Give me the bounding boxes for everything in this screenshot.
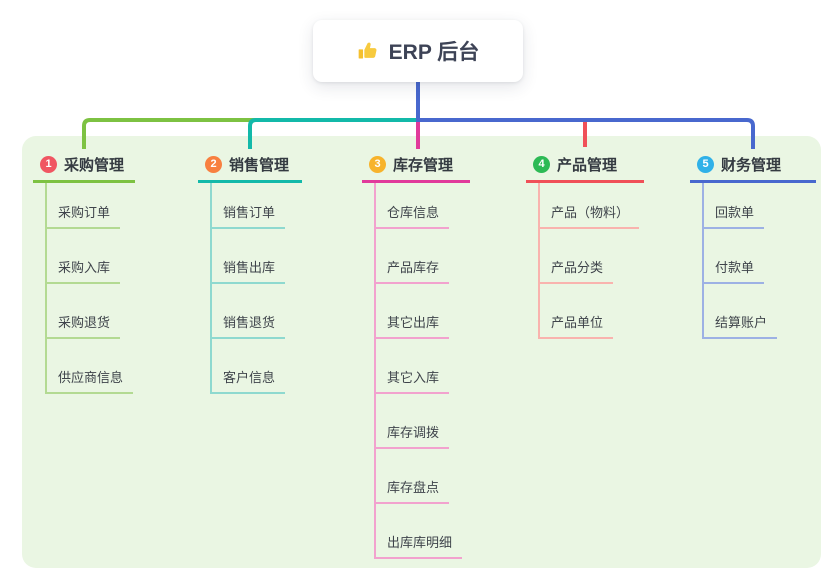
branch-label: 财务管理: [721, 156, 782, 174]
child-node-label: 出库库明细: [387, 535, 453, 550]
child-node[interactable]: 其它出库: [374, 311, 450, 339]
branch-label: 销售管理: [229, 156, 290, 174]
child-node[interactable]: 库存盘点: [374, 476, 450, 504]
child-node-label: 采购订单: [58, 205, 111, 220]
child-connector-line: [374, 180, 376, 559]
branch-node-5[interactable]: 5 财务管理: [690, 148, 816, 183]
child-node-label: 产品（物料）: [551, 205, 630, 220]
child-node[interactable]: 采购入库: [45, 256, 121, 284]
child-node-label: 供应商信息: [58, 370, 124, 385]
child-node-label: 回款单: [715, 205, 755, 220]
branch-label: 采购管理: [64, 156, 125, 174]
branch-label: 产品管理: [557, 156, 618, 174]
branch-node-1[interactable]: 1 采购管理: [33, 148, 135, 183]
child-node[interactable]: 库存调拨: [374, 421, 450, 449]
child-node[interactable]: 产品分类: [538, 256, 614, 284]
branch-group-background: [22, 136, 821, 568]
branch-node-3[interactable]: 3 库存管理: [362, 148, 470, 183]
child-node-label: 产品分类: [551, 260, 604, 275]
connector-branch-5: [418, 118, 755, 149]
thumbs-up-icon: [357, 40, 379, 62]
branch-label: 库存管理: [393, 156, 454, 174]
child-node[interactable]: 销售退货: [210, 311, 286, 339]
branch-node-4[interactable]: 4 产品管理: [526, 148, 644, 183]
child-node-label: 产品库存: [387, 260, 440, 275]
child-node-label: 销售退货: [223, 315, 276, 330]
connector-branch-1: [82, 118, 418, 149]
branch-number-badge: 3: [369, 155, 386, 173]
branch-node-2[interactable]: 2 销售管理: [198, 148, 302, 183]
child-node-label: 结算账户: [715, 315, 768, 330]
child-node-label: 采购入库: [58, 260, 111, 275]
child-node[interactable]: 出库库明细: [374, 531, 463, 559]
child-node[interactable]: 仓库信息: [374, 201, 450, 229]
child-node[interactable]: 供应商信息: [45, 366, 134, 394]
child-connector-line: [45, 180, 47, 394]
child-node-label: 库存盘点: [387, 480, 440, 495]
child-node-label: 产品单位: [551, 315, 604, 330]
child-node[interactable]: 客户信息: [210, 366, 286, 394]
branch-number-badge: 4: [533, 155, 550, 173]
branch-number-badge: 5: [697, 155, 714, 173]
child-node-label: 销售订单: [223, 205, 276, 220]
child-node[interactable]: 其它入库: [374, 366, 450, 394]
child-node[interactable]: 结算账户: [702, 311, 778, 339]
child-node-label: 仓库信息: [387, 205, 440, 220]
child-node-label: 客户信息: [223, 370, 276, 385]
child-node-label: 销售出库: [223, 260, 276, 275]
child-node[interactable]: 付款单: [702, 256, 765, 284]
child-connector-line: [538, 180, 540, 339]
child-node-label: 其它入库: [387, 370, 440, 385]
child-node-label: 采购退货: [58, 315, 111, 330]
child-node[interactable]: 产品（物料）: [538, 201, 640, 229]
child-connector-line: [210, 180, 212, 394]
branch-number-badge: 1: [40, 155, 57, 173]
child-node-label: 库存调拨: [387, 425, 440, 440]
connector-branch-2: [248, 118, 418, 149]
child-node-label: 其它出库: [387, 315, 440, 330]
child-node[interactable]: 产品库存: [374, 256, 450, 284]
child-node[interactable]: 采购订单: [45, 201, 121, 229]
branch-number-badge: 2: [205, 155, 222, 173]
child-node[interactable]: 采购退货: [45, 311, 121, 339]
root-label: ERP 后台: [388, 41, 480, 64]
child-node[interactable]: 销售订单: [210, 201, 286, 229]
child-node[interactable]: 回款单: [702, 201, 765, 229]
child-connector-line: [702, 180, 704, 339]
child-node[interactable]: 产品单位: [538, 311, 614, 339]
root-node[interactable]: ERP 后台: [313, 20, 523, 82]
child-node[interactable]: 销售出库: [210, 256, 286, 284]
child-node-label: 付款单: [715, 260, 755, 275]
